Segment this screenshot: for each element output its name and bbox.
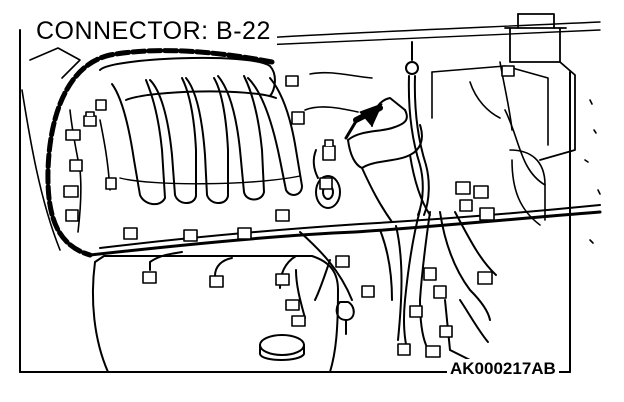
connector (397, 343, 411, 356)
connector (183, 229, 198, 242)
battery-area (431, 65, 549, 226)
connector (123, 227, 138, 240)
figure-reference-code: AK000217AB (447, 359, 559, 379)
connector (439, 325, 453, 338)
left-bracket (21, 47, 81, 251)
engine-cover (91, 255, 339, 373)
connector (69, 159, 83, 172)
connector (479, 207, 495, 221)
connector (477, 271, 493, 285)
connector (473, 185, 489, 199)
connector (275, 273, 290, 286)
connector (361, 285, 375, 298)
air-intake-duct (347, 97, 431, 223)
connector (275, 209, 290, 222)
connector (142, 271, 157, 284)
connector (65, 209, 79, 222)
connector (285, 299, 300, 311)
connector (285, 75, 299, 87)
ground-eyelet (335, 301, 355, 335)
connector (63, 185, 79, 198)
connector (425, 345, 441, 358)
lower-harness-branches (149, 209, 497, 361)
connector (409, 305, 423, 318)
connector (65, 129, 81, 141)
connectors (63, 65, 515, 358)
connector (95, 99, 107, 111)
connector-caption: CONNECTOR: B-22 (30, 16, 277, 46)
connector (209, 275, 224, 288)
intake-manifold (99, 56, 303, 206)
coolant-reservoir (504, 13, 576, 161)
connector-pointer-arrow (344, 103, 383, 140)
connector (291, 111, 305, 125)
connector (291, 315, 306, 327)
connector (455, 181, 471, 195)
connector (335, 255, 350, 268)
connector (423, 267, 437, 281)
connector (319, 177, 333, 190)
dipstick (405, 41, 430, 216)
connector (501, 65, 515, 77)
connector (459, 199, 473, 212)
connector (237, 227, 252, 240)
connector (105, 177, 117, 190)
connector (433, 285, 447, 299)
connector (83, 111, 97, 127)
oil-filler-cap (259, 334, 305, 361)
edge-marks (584, 99, 601, 244)
connector-b22 (322, 139, 336, 161)
